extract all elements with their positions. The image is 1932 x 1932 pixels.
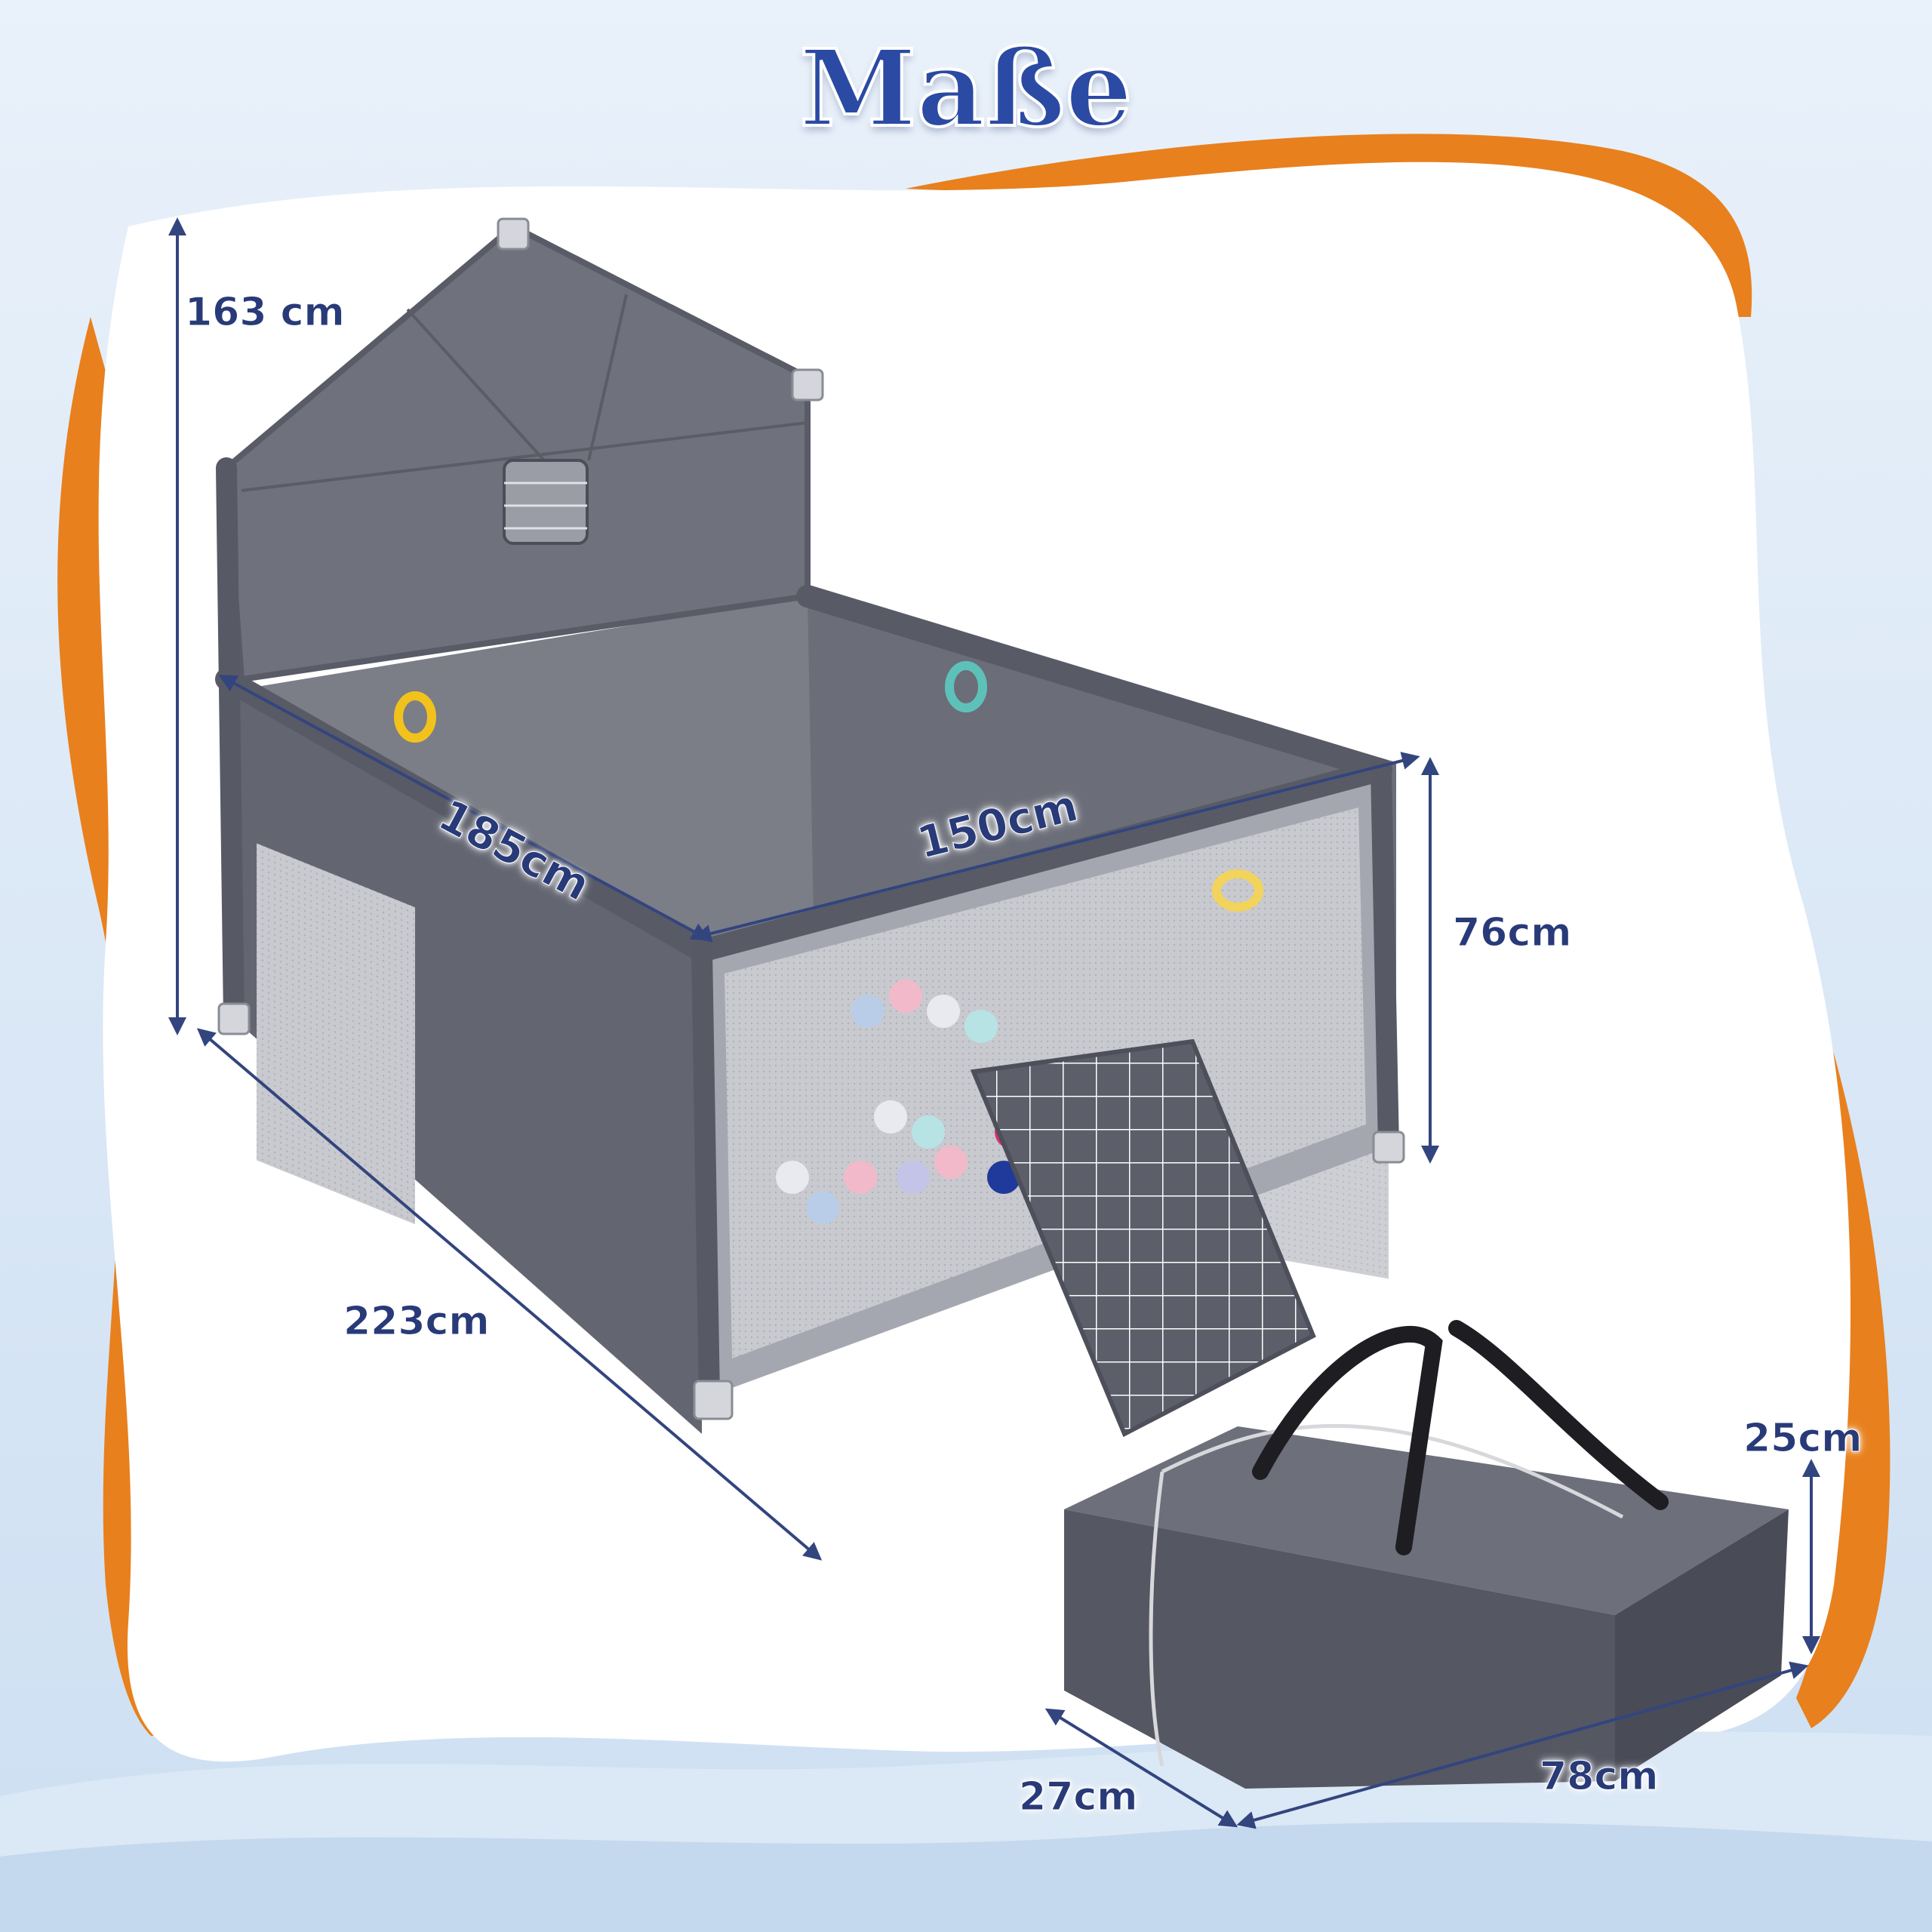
page-title: Maße	[798, 27, 1134, 151]
arrow-width	[693, 752, 1420, 943]
label-rail-height: 76cm	[1452, 910, 1572, 955]
bag-handle-right	[1448, 1320, 1669, 1510]
label-bag-depth: 27cm	[1018, 1774, 1138, 1820]
bag-handle-left	[1252, 1325, 1443, 1555]
left-mesh-window	[257, 843, 415, 1225]
arrow-total-depth	[196, 1028, 823, 1561]
label-bag-height: 25cm	[1743, 1416, 1863, 1461]
arrow-bag-depth	[1044, 1708, 1238, 1828]
basketball-hoop-net	[503, 459, 589, 545]
football-goal-flap	[970, 1038, 1316, 1438]
bottom-wave-2	[0, 1822, 1932, 1932]
dimension-arrows	[168, 217, 1820, 1829]
label-total-height: 163 cm	[185, 290, 346, 335]
arrow-length	[218, 675, 710, 940]
label-bag-length: 78cm	[1539, 1754, 1659, 1799]
arrow-bag-length	[1236, 1661, 1809, 1829]
label-total-depth: 223cm	[343, 1299, 491, 1344]
